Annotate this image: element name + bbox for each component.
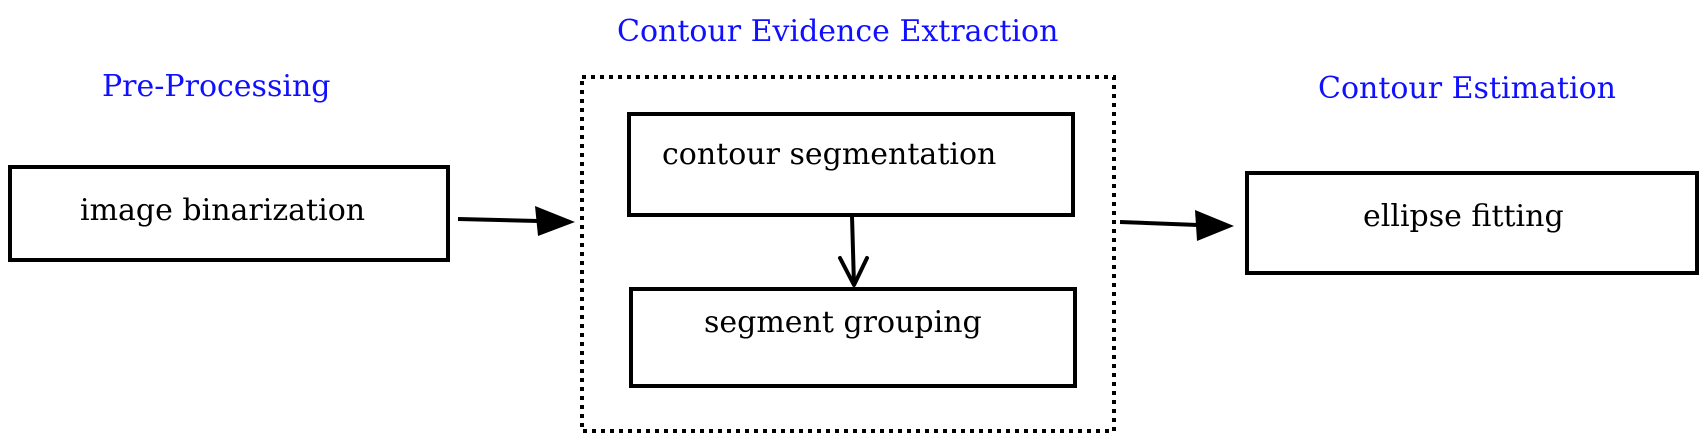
image-binarization-label: image binarization xyxy=(80,193,365,228)
stage-title-evidence-extraction: Contour Evidence Extraction xyxy=(617,14,1058,49)
contour-segmentation-label: contour segmentation xyxy=(662,137,996,172)
segment-grouping-box xyxy=(629,287,1077,388)
ellipse-fitting-label: ellipse fitting xyxy=(1363,199,1564,234)
arrow-segmentation-to-grouping xyxy=(838,215,869,287)
stage-title-preprocessing: Pre-Processing xyxy=(102,69,330,104)
image-binarization-box xyxy=(8,165,450,262)
ellipse-fitting-box xyxy=(1245,171,1699,275)
segment-grouping-label: segment grouping xyxy=(704,305,982,340)
stage-title-estimation: Contour Estimation xyxy=(1318,71,1616,106)
evidence-extraction-container xyxy=(580,75,1116,433)
contour-segmentation-box xyxy=(627,112,1075,217)
arrow-extraction-to-estimation xyxy=(1119,210,1234,241)
arrow-preprocessing-to-extraction xyxy=(457,206,575,236)
